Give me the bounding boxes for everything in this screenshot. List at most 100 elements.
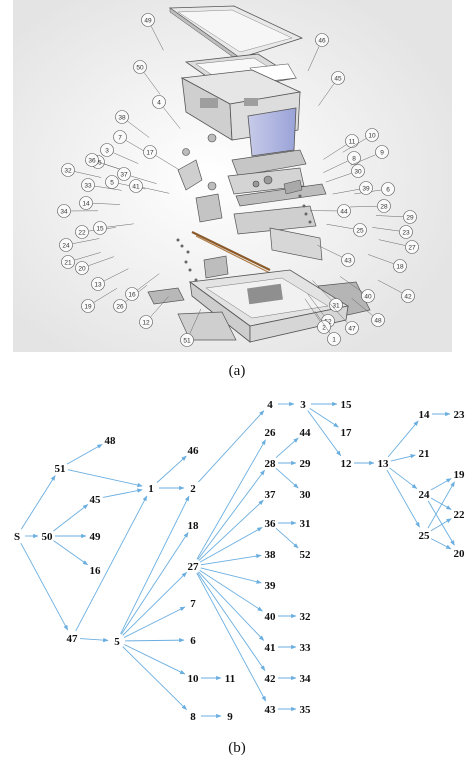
node-45: 45: [90, 494, 102, 506]
callout-circle: [341, 253, 355, 267]
callout-circle: [57, 204, 71, 218]
callout-circle: [115, 110, 129, 124]
callout-circle: [129, 179, 143, 193]
callout-circle: [361, 289, 375, 303]
callout-label: 31: [332, 302, 340, 309]
edge-27-to-42: [197, 572, 266, 672]
callout-circle: [347, 151, 361, 165]
callout-circle: [81, 178, 95, 192]
callout-circle: [105, 175, 119, 189]
callout-11: 11: [323, 134, 359, 160]
callout-label: 25: [356, 227, 364, 234]
edge-50-to-16: [53, 540, 89, 566]
callout-28: 28: [350, 199, 391, 213]
node-21: 21: [419, 448, 430, 460]
node-5: 5: [114, 636, 120, 648]
edge-S-to-47: [20, 542, 69, 631]
node-39: 39: [265, 580, 277, 592]
node-26: 26: [265, 427, 277, 439]
callout-36: 36: [85, 153, 125, 171]
edge-5-to-7: [123, 606, 186, 638]
edge-47-to-1: [75, 495, 148, 632]
callout-circle: [317, 320, 331, 334]
callout-label: 36: [88, 157, 96, 164]
callout-label: 2: [322, 324, 326, 331]
callout-leader-line: [326, 223, 354, 230]
upper-housing-part: [180, 69, 302, 157]
callout-label: 41: [132, 183, 140, 190]
callout-label: 14: [82, 200, 90, 207]
callout-leader-line: [94, 185, 122, 191]
edge-13-to-24: [389, 467, 418, 489]
callout-circle: [113, 130, 127, 144]
callout-label: 23: [402, 229, 410, 236]
callout-17: 17: [143, 145, 180, 170]
callout-18: 18: [367, 254, 407, 273]
edge-13-to-21: [390, 454, 416, 462]
lid-part: [168, 5, 304, 63]
edge-27-to-28: [197, 469, 265, 560]
callout-circle: [345, 134, 359, 148]
edge-45-to-1: [102, 488, 143, 498]
callout-16: 16: [125, 273, 160, 301]
callout-circle: [331, 71, 345, 85]
edge-27-to-40: [199, 569, 263, 612]
callout-27: 27: [378, 239, 419, 254]
node-40: 40: [265, 611, 277, 623]
edge-51-to-1: [67, 469, 143, 488]
edge-24-to-22: [430, 497, 452, 510]
callout-10: 10: [342, 128, 379, 153]
node-6: 6: [190, 635, 196, 647]
callout-label: 32: [64, 167, 72, 174]
edge-3-to-12: [307, 410, 342, 457]
edge-5-to-8: [122, 646, 187, 711]
callout-label: 33: [84, 182, 92, 189]
callout-label: 24: [62, 242, 70, 249]
callout-37: 37: [117, 167, 157, 184]
node-49: 49: [90, 531, 102, 543]
callout-circle: [81, 299, 95, 313]
callout-leader-line: [367, 254, 394, 264]
callout-label: 18: [396, 263, 404, 270]
node-8: 8: [190, 711, 196, 723]
callout-34: 34: [57, 204, 99, 218]
callout-label: 42: [404, 293, 412, 300]
callout-50: 50: [133, 60, 161, 95]
callout-leader-line: [130, 175, 157, 184]
callout-label: 4: [157, 99, 161, 106]
edge-13-to-14: [387, 420, 419, 458]
callout-38: 38: [115, 110, 150, 138]
callout-circle: [180, 333, 194, 347]
callout-circle: [405, 240, 419, 254]
edge-5-to-2: [120, 495, 190, 635]
callout-label: 30: [354, 168, 362, 175]
node-9: 9: [227, 711, 233, 723]
node-1: 1: [148, 483, 154, 495]
callout-circle: [117, 167, 131, 181]
node-18: 18: [188, 520, 200, 532]
callout-leader-line: [323, 144, 347, 160]
callout-label: 43: [344, 257, 352, 264]
callout-circle: [393, 259, 407, 273]
edge-28-to-44: [275, 437, 299, 459]
callout-label: 17: [146, 149, 154, 156]
node-13: 13: [378, 458, 390, 470]
callout-circle: [345, 321, 359, 335]
callout-circle: [100, 143, 114, 157]
callout-leader-line: [377, 279, 402, 293]
node-28: 28: [265, 458, 277, 470]
callout-leader-line: [307, 46, 320, 72]
edge-5-to-18: [121, 532, 189, 635]
node-31: 31: [300, 518, 311, 530]
node-47: 47: [67, 633, 79, 645]
callout-label: 45: [334, 75, 342, 82]
callout-2: 2: [304, 298, 331, 334]
base-tray-part: [177, 269, 350, 343]
callout-leader-line: [72, 238, 100, 244]
callout-label: 34: [60, 208, 68, 215]
edge-28-to-30: [275, 467, 299, 489]
callout-leader-line: [189, 308, 202, 334]
callout-circle: [403, 210, 417, 224]
node-19: 19: [454, 469, 466, 481]
callout-circle: [337, 204, 351, 218]
